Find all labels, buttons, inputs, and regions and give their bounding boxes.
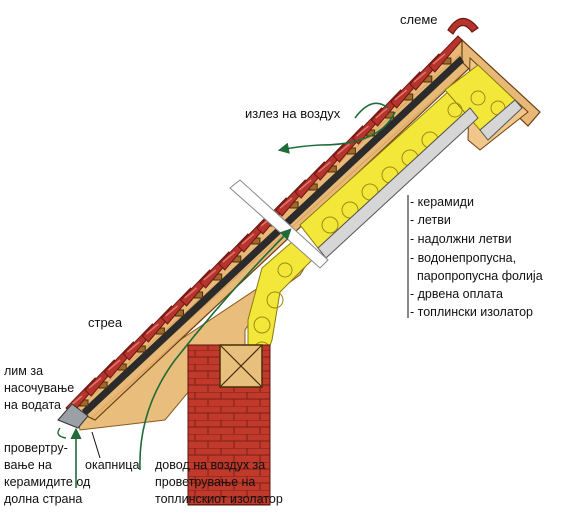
tile-highlight	[317, 161, 331, 173]
air-exit-arrow-2	[354, 102, 389, 119]
drip-leader	[91, 431, 101, 459]
roof-tile	[428, 35, 463, 73]
tile-highlight	[88, 377, 102, 389]
flashing-label-2: насочување	[4, 381, 74, 395]
tile-highlight	[279, 197, 293, 209]
tile-highlight	[356, 125, 369, 137]
air-intake-label-2: проветрување на	[155, 475, 255, 489]
tile-vent-label-1: провертру-	[4, 441, 68, 455]
tile-highlight	[336, 143, 350, 155]
ridge-tile	[447, 17, 479, 35]
legend-item-7: - топлински изолатор	[410, 305, 533, 319]
tile-highlight	[375, 107, 389, 119]
wall-plate-cross	[219, 344, 263, 388]
air-exit-label: излез на воздух	[245, 106, 341, 121]
air-intake-label-3: топлинскиот изолатор	[155, 492, 283, 506]
eave-flashing	[57, 403, 89, 429]
tile-vent-label-4: долна страна	[4, 492, 82, 506]
tile-vent-label-3: керамидите од	[4, 475, 91, 489]
air-intake-arrow	[139, 228, 292, 471]
flashing-label-3: на водата	[4, 398, 61, 412]
legend-item-1: - керамиди	[410, 195, 474, 209]
tile-highlight	[298, 179, 312, 191]
air-exit-arrow	[277, 111, 396, 154]
tile-highlight	[184, 287, 198, 299]
tile-vent-label-2: вање на	[4, 458, 52, 472]
tile-highlight	[203, 269, 217, 281]
tile-vent-arrow-2	[57, 427, 67, 439]
flashing-label-1: лим за	[4, 364, 43, 378]
legend-item-4: - водонепропусна,	[410, 251, 516, 265]
ridge-label: слеме	[400, 12, 437, 27]
air-intake-label-1: довод на воздух за	[155, 458, 265, 472]
drip-label: окапница	[85, 458, 139, 472]
tile-highlight	[394, 89, 408, 101]
tile-highlight	[126, 341, 140, 353]
tile-highlight	[241, 233, 255, 245]
legend-item-3: - надолжни летви	[410, 232, 512, 246]
tile-highlight	[145, 323, 159, 335]
inner-board	[317, 107, 479, 259]
underlay-membrane	[82, 56, 464, 416]
tile-highlight	[222, 251, 236, 263]
tile-highlight	[413, 71, 427, 83]
legend-item-5: паропропусна фолија	[410, 269, 543, 283]
legend-item-6: - дрвена оплата	[410, 287, 503, 301]
inner-board-right	[479, 99, 523, 141]
tile-highlight	[165, 305, 178, 317]
legend-item-2: - летви	[410, 213, 451, 227]
tile-highlight	[107, 359, 121, 371]
tile-highlight	[432, 53, 446, 65]
eave-label: стреа	[88, 315, 123, 330]
roof-tiles	[65, 35, 463, 415]
section-cut-band	[229, 179, 329, 269]
